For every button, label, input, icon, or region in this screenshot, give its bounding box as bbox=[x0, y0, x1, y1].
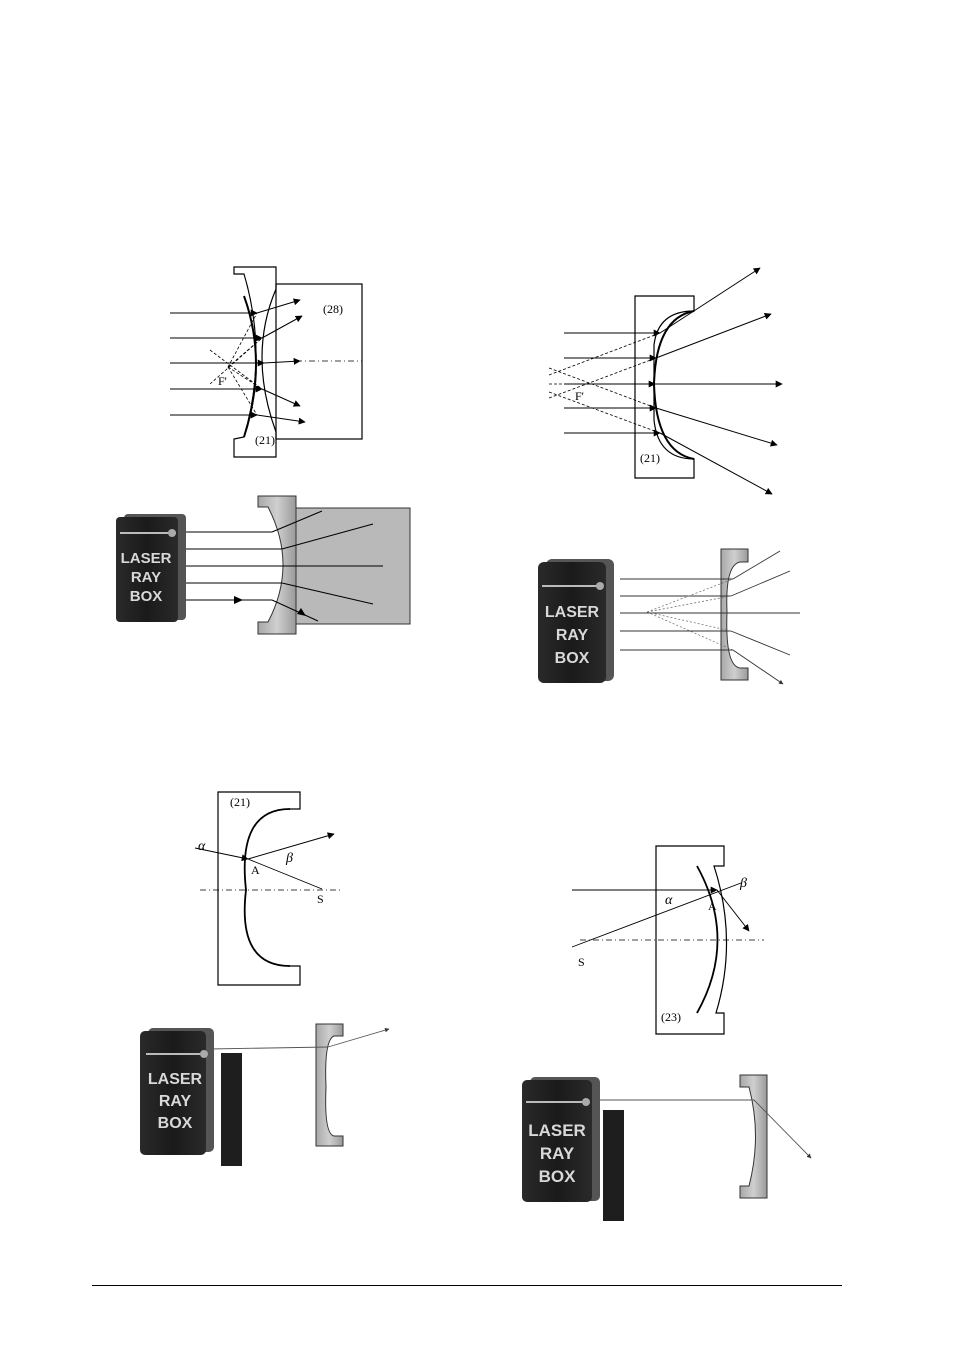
label-S: S bbox=[578, 955, 585, 969]
laser-ray-box: LASER RAY BOX bbox=[522, 1077, 600, 1202]
panel-5-diagram: (21) α β A S bbox=[195, 792, 340, 985]
panel-7-laser-setup: LASER RAY BOX bbox=[140, 1024, 389, 1166]
box-label-1: LASER bbox=[121, 550, 172, 567]
lens bbox=[316, 1024, 343, 1146]
panel-8-laser-setup: LASER RAY BOX bbox=[522, 1075, 811, 1221]
box-label-3: BOX bbox=[158, 1115, 193, 1132]
lens-surface bbox=[697, 866, 718, 1013]
laser-ray-box: LASER RAY BOX bbox=[116, 514, 186, 622]
panel-1-diagram: (28) F' (21) bbox=[170, 267, 362, 457]
label-beta: β bbox=[739, 876, 747, 891]
box-label-1: LASER bbox=[545, 604, 600, 621]
box-label-3: BOX bbox=[555, 650, 590, 667]
box-label-3: BOX bbox=[539, 1167, 577, 1186]
lens bbox=[721, 549, 748, 680]
box-label-1: LASER bbox=[528, 1121, 586, 1140]
label-21: (21) bbox=[230, 795, 250, 809]
panel-6-diagram: α β A S (23) bbox=[572, 846, 764, 1034]
panel-2-diagram: F' (21) bbox=[549, 268, 782, 494]
laser-ray-box: LASER RAY BOX bbox=[538, 559, 614, 683]
label-beta: β bbox=[285, 851, 293, 866]
label-A: A bbox=[251, 863, 260, 877]
label-21: (21) bbox=[640, 451, 660, 465]
lens bbox=[740, 1075, 767, 1198]
label-21: (21) bbox=[255, 433, 275, 447]
label-focus: F' bbox=[575, 389, 584, 403]
box-label-1: LASER bbox=[148, 1071, 203, 1088]
box-label-2: RAY bbox=[556, 627, 589, 644]
box-label-2: RAY bbox=[159, 1093, 192, 1110]
label-focus: F' bbox=[218, 374, 227, 388]
label-A: A bbox=[708, 899, 717, 913]
label-S: S bbox=[317, 892, 324, 906]
box-label-2: RAY bbox=[540, 1144, 575, 1163]
lens-surface bbox=[244, 296, 256, 437]
label-alpha: α bbox=[665, 893, 673, 908]
footer-rule bbox=[92, 1285, 842, 1286]
panel-4-laser-setup: LASER RAY BOX bbox=[538, 549, 800, 684]
lens bbox=[258, 496, 296, 634]
slit-plate bbox=[603, 1110, 624, 1221]
lens-surface bbox=[245, 809, 290, 966]
laser-ray-box: LASER RAY BOX bbox=[140, 1028, 214, 1155]
box-label-3: BOX bbox=[130, 588, 163, 605]
label-23: (23) bbox=[661, 1010, 681, 1024]
slit-plate bbox=[221, 1053, 242, 1166]
label-alpha: α bbox=[198, 839, 206, 854]
panel-3-laser-setup: LASER RAY BOX bbox=[116, 496, 410, 634]
box-label-2: RAY bbox=[131, 569, 161, 586]
label-28: (28) bbox=[323, 302, 343, 316]
